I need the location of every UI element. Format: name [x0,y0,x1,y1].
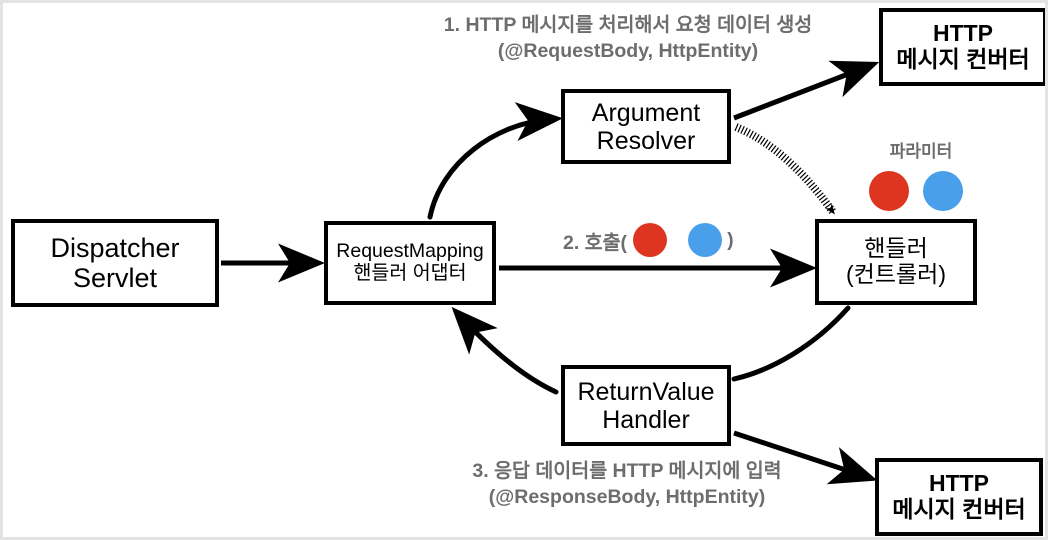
node-http-message-converter-top-line1: HTTP [932,20,994,47]
parameter-dot-red-icon [869,171,909,211]
node-return-value-handler-line1: ReturnValue [577,377,715,406]
edge-return-value-handler-to-adapter [451,306,559,395]
node-http-message-converter-top[interactable]: HTTP 메시지 컨버터 [879,8,1045,86]
node-dispatcher-servlet[interactable]: Dispatcher Servlet [11,219,219,307]
annotation-step-2: 2. 호출( ) [563,223,734,257]
edge-handler-to-return-value-handler [731,305,851,382]
node-argument-resolver-line2: Resolver [596,126,696,155]
annotation-step-3: 3. 응답 데이터를 HTTP 메시지에 입력 (@ResponseBody, … [407,459,847,511]
node-return-value-handler[interactable]: ReturnValue Handler [561,365,731,446]
node-request-mapping-handler-adapter-line2: 핸들러 어댑터 [353,262,467,284]
edge-argument-resolver-to-converter-top [733,60,880,121]
parameter-dot-red-icon [633,223,668,257]
annotation-step-2-suffix: ) [727,228,734,251]
node-http-message-converter-bottom-line1: HTTP [928,470,990,497]
annotation-parameter-label: 파라미터 [889,142,953,161]
node-dispatcher-servlet-line1: Dispatcher [50,232,180,263]
node-request-mapping-handler-adapter[interactable]: RequestMapping 핸들러 어댑터 [324,221,496,305]
annotation-step-2-prefix: 2. 호출( [563,231,628,254]
parameter-dot-blue-icon [923,171,963,211]
node-dispatcher-servlet-line2: Servlet [72,263,158,293]
annotation-step-1-line1: 1. HTTP 메시지를 처리해서 요청 데이터 생성 [443,14,813,36]
node-http-message-converter-bottom-line2: 메시지 컨버터 [892,496,1026,522]
parameter-dots-group [869,171,963,211]
annotation-step-3-line2: (@ResponseBody, HttpEntity) [488,485,766,508]
annotation-step-3-line1: 3. 응답 데이터를 HTTP 메시지에 입력 [472,460,782,482]
node-request-mapping-handler-adapter-line1: RequestMapping [336,240,484,263]
node-http-message-converter-top-line2: 메시지 컨버터 [896,46,1030,72]
parameter-dot-blue-icon [688,223,723,257]
edge-adapter-to-argument-resolver [427,102,563,220]
node-handler-controller-line1: 핸들러 [864,235,928,262]
annotation-step-1: 1. HTTP 메시지를 처리해서 요청 데이터 생성 (@RequestBod… [385,13,871,65]
annotation-step-1-line2: (@RequestBody, HttpEntity) [497,39,759,62]
node-argument-resolver[interactable]: Argument Resolver [561,89,731,164]
node-argument-resolver-line1: Argument [591,98,701,127]
node-return-value-handler-line2: Handler [602,405,690,434]
node-http-message-converter-bottom[interactable]: HTTP 메시지 컨버터 [875,458,1043,536]
node-handler-controller[interactable]: 핸들러 (컨트롤러) [815,219,977,305]
edge-argument-resolver-to-handler [734,123,837,215]
node-handler-controller-line2: (컨트롤러) [846,261,946,287]
